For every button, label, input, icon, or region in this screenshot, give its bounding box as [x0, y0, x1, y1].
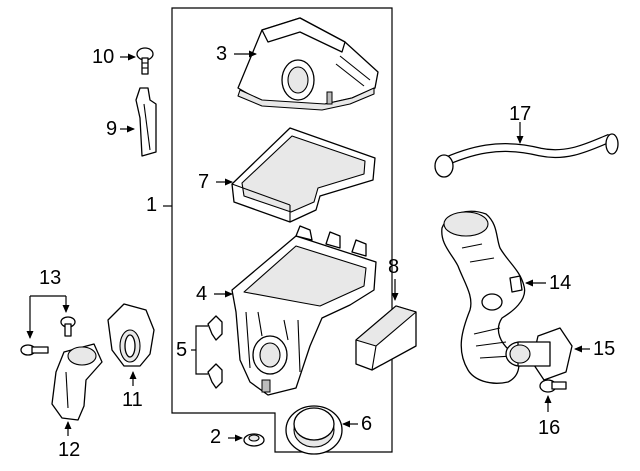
- callout-1: 1: [146, 194, 158, 216]
- callout-17: 17: [509, 103, 532, 125]
- filter-element: [231, 127, 376, 223]
- callout-16: 16: [538, 417, 561, 439]
- adapter-flange: [505, 327, 573, 381]
- screw-13b: [60, 316, 76, 337]
- callout-8: 8: [388, 256, 400, 278]
- callout-15: 15: [593, 338, 616, 360]
- lower-housing: [231, 225, 377, 396]
- callout-10: 10: [92, 46, 115, 68]
- callout-4: 4: [196, 283, 208, 305]
- duct-elbow-12: [51, 343, 103, 421]
- bolt-16: [539, 379, 567, 393]
- callout-12: 12: [58, 439, 81, 461]
- clips: [207, 315, 223, 389]
- assembly-outline: [171, 7, 393, 453]
- callout-9: 9: [106, 118, 118, 140]
- duct-coupler: [285, 405, 343, 455]
- callout-13: 13: [39, 267, 62, 289]
- air-cleaner-cover: [237, 17, 379, 111]
- callout-7: 7: [198, 171, 210, 193]
- insulator-block: [355, 305, 417, 371]
- callout-14: 14: [549, 272, 572, 294]
- callout-11: 11: [122, 389, 143, 411]
- callout-2: 2: [210, 426, 222, 448]
- resonator-11: [107, 303, 155, 367]
- callout-5: 5: [176, 339, 188, 361]
- breather-hose: [434, 133, 619, 178]
- bracket-9: [135, 87, 157, 157]
- grommet: [243, 433, 265, 447]
- callout-6: 6: [361, 413, 373, 435]
- intake-duct: [441, 210, 526, 384]
- screw-13a: [20, 344, 49, 356]
- bolt-10: [136, 47, 154, 75]
- callout-3: 3: [216, 43, 228, 65]
